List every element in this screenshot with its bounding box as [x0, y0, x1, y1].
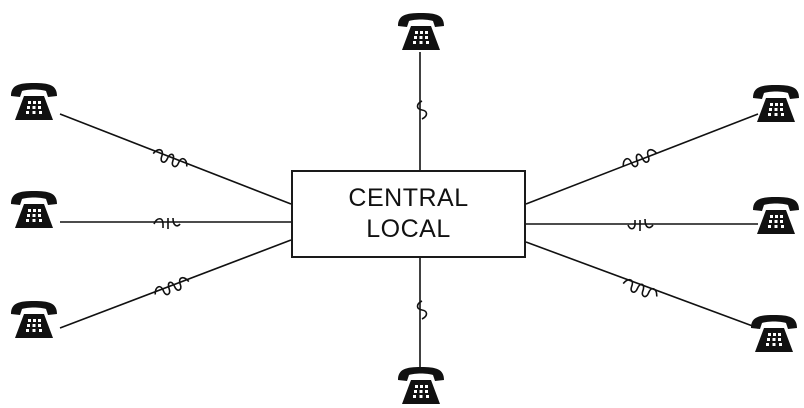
line-coils — [152, 100, 658, 320]
telephone-icon — [11, 191, 57, 228]
central-label-line1: CENTRAL — [348, 184, 469, 212]
telephone-icon — [398, 13, 444, 50]
coil-icon — [622, 278, 658, 298]
coil-icon — [416, 100, 428, 120]
line-left-top — [59, 113, 292, 205]
telephone-icon — [753, 197, 799, 234]
coil-icon — [154, 276, 190, 296]
coil-icon — [153, 217, 181, 229]
coil-icon — [416, 300, 428, 320]
telephone-icon — [11, 83, 57, 120]
telephone-icon — [751, 315, 797, 352]
line-left-bottom — [59, 239, 292, 329]
coil-icon — [627, 218, 654, 231]
coil-icon — [152, 148, 188, 168]
telephone-icon — [753, 85, 799, 122]
telephone-icon — [11, 301, 57, 338]
telephone-icon — [398, 367, 444, 404]
central-office-box: CENTRAL LOCAL — [291, 170, 526, 258]
coil-icon — [622, 148, 658, 168]
central-label-line2: LOCAL — [366, 215, 451, 243]
